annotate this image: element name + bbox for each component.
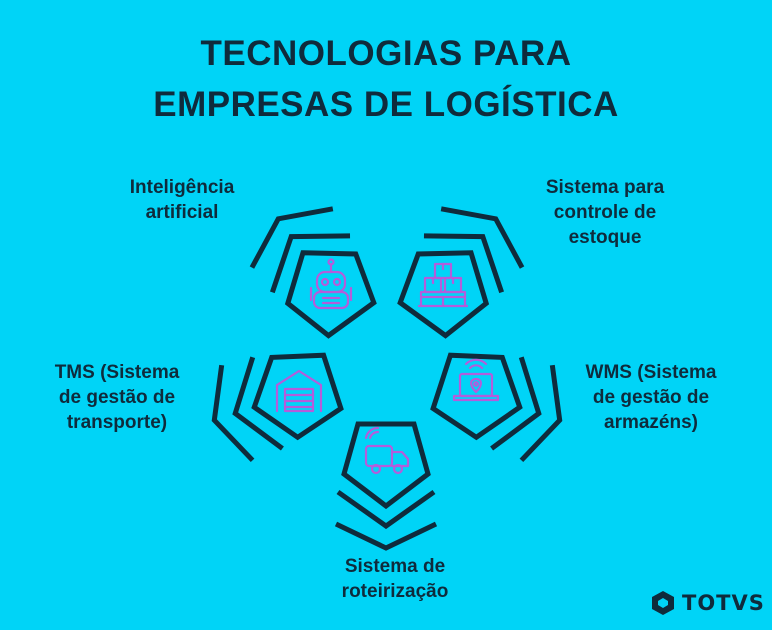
label-line: roteirização [341,581,449,602]
segment-routing [334,421,438,551]
totvs-logo-icon [652,591,674,615]
segment-pentagon [251,352,344,441]
segment-chevron-inner [490,356,542,451]
truck-signal-icon [364,426,410,475]
logo-text: TOTVS [682,591,765,615]
label-line: estoque [568,227,642,248]
segment-pentagon [430,352,523,441]
label-routing: Sistema de roteirização [300,554,490,604]
robot-icon [309,258,353,310]
label-inventory-control: Sistema para controle de estoque [510,175,700,250]
label-line: transporte) [66,412,168,433]
segment-inventory-control [397,206,525,339]
segment-chevron-outer [211,364,255,463]
segment-chevron-outer [440,206,525,269]
segment-chevron-inner [232,356,284,451]
laptop-location-icon [452,358,500,402]
label-line: artificial [145,202,219,223]
segment-chevron-inner [423,233,505,294]
segment-pentagon [397,250,490,339]
label-line: Inteligência [129,177,235,198]
brand-logo: TOTVS [650,588,765,618]
segment-tms [211,352,344,463]
label-line: de gestão de [592,387,710,408]
label-line: armazéns) [604,412,698,433]
label-line: WMS (Sistema [585,362,717,383]
segment-chevron-inner [269,233,351,294]
title-line-2: EMPRESAS DE LOGÍSTICA [153,85,619,124]
segment-pentagon [284,250,377,339]
segment-wms [430,352,563,463]
page-title: TECNOLOGIAS PARA EMPRESAS DE LOGÍSTICA [0,28,772,130]
label-line: TMS (Sistema [54,362,180,383]
label-artificial-intelligence: Inteligência artificial [92,175,272,225]
segment-artificial-intelligence [249,206,377,339]
segment-chevron-outer [519,364,563,463]
label-line: de gestão de [58,387,176,408]
segment-chevron-outer [249,206,334,269]
label-line: Sistema de [344,556,446,577]
label-wms: WMS (Sistema de gestão de armazéns) [556,360,746,435]
title-line-1: TECNOLOGIAS PARA [200,34,572,73]
segment-chevron-inner [336,489,436,530]
boxes-pallet-icon [417,262,469,308]
warehouse-icon [275,369,323,413]
label-line: Sistema para [545,177,665,198]
segment-pentagon [341,421,431,510]
label-tms: TMS (Sistema de gestão de transporte) [22,360,212,435]
segment-chevron-outer [334,521,438,551]
label-line: controle de [553,202,657,223]
